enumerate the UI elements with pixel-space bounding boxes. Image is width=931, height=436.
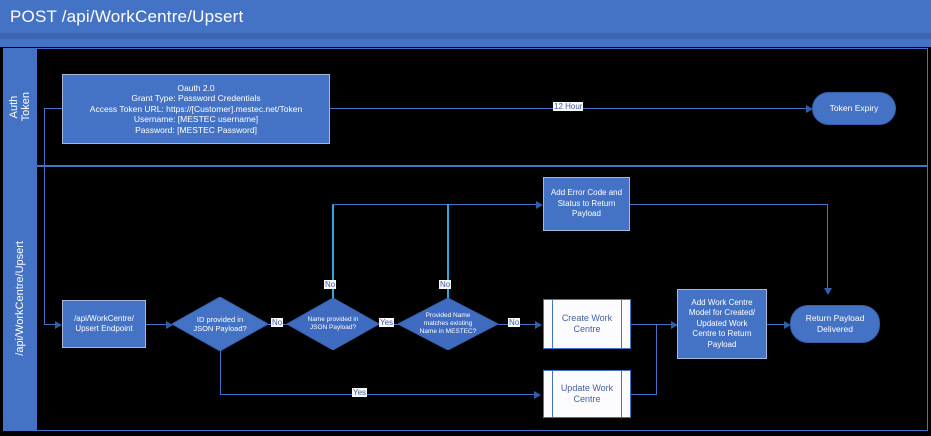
update-right-bar	[621, 371, 622, 417]
edge-label-match-yes: No	[508, 318, 521, 327]
node-oauth-config-label: Oauth 2.0 Grant Type: Password Credentia…	[89, 82, 303, 135]
decision-id-provided-shape	[172, 297, 268, 351]
node-token-expiry[interactable]: Token Expiry	[812, 92, 896, 125]
edge-d-id-yes-h	[220, 394, 538, 395]
create-left-bar	[552, 300, 553, 348]
edge-auth-to-api-h1	[44, 108, 62, 109]
edge-label-name-yes: Yes	[379, 318, 395, 327]
edge-label-name-no: No	[324, 280, 337, 289]
node-decision-name-matches[interactable]: Provided Name matches existing Name in M…	[398, 298, 498, 350]
edge-d-match-to-create-arrow	[535, 321, 542, 329]
decision-name-provided-shape	[287, 298, 379, 350]
edge-update-out-h	[631, 394, 657, 395]
edge-oauth-to-expiry-arrow	[806, 105, 813, 113]
edge-error-out-arrow	[824, 288, 832, 295]
edge-d-name-no-h	[332, 204, 540, 205]
node-decision-id-provided-label: ID provided in JSON Payload?	[193, 315, 247, 333]
edge-d-name-no-v	[332, 204, 334, 298]
node-add-work-centre-model-label: Add Work Centre Model for Created/ Updat…	[688, 297, 756, 349]
edge-d-id-yes-arrow	[534, 391, 541, 399]
edge-d-match-no-v	[447, 204, 449, 298]
header-underbar	[0, 39, 931, 47]
node-upsert-endpoint[interactable]: /api/WorkCentre/ Upsert Endpoint	[62, 300, 146, 348]
update-left-bar	[552, 371, 553, 417]
edge-error-out-v	[827, 204, 828, 290]
node-update-work-centre[interactable]: Update Work Centre	[543, 370, 631, 418]
node-create-work-centre[interactable]: Create Work Centre	[543, 299, 631, 349]
decision-name-matches-shape	[398, 298, 498, 350]
node-decision-name-provided[interactable]: Name provided in JSON Payload?	[287, 298, 379, 350]
edge-error-out-h	[630, 204, 828, 205]
create-right-bar	[621, 300, 622, 348]
node-create-work-centre-label: Create Work Centre	[561, 312, 613, 335]
edge-label-id-no: No	[271, 318, 284, 327]
edge-addmodel-to-delivered	[767, 324, 789, 325]
node-add-error-code[interactable]: Add Error Code and Status to Return Payl…	[543, 177, 630, 231]
node-decision-name-matches-label: Provided Name matches existing Name in M…	[419, 312, 477, 335]
node-add-error-code-label: Add Error Code and Status to Return Payl…	[550, 188, 623, 219]
edge-d-id-yes-v	[220, 351, 221, 394]
node-oauth-config[interactable]: Oauth 2.0 Grant Type: Password Credentia…	[62, 74, 330, 144]
lane-label-auth-token: Auth Token	[3, 48, 37, 166]
node-add-work-centre-model[interactable]: Add Work Centre Model for Created/ Updat…	[677, 289, 767, 359]
node-update-work-centre-label: Update Work Centre	[560, 382, 614, 405]
lane-label-auth-token-text: Auth Token	[8, 92, 32, 122]
lane-label-api: /api/WorkCentre/Upsert	[3, 166, 37, 431]
edge-auth-to-api-arrow	[55, 321, 62, 329]
edge-auth-to-api-v	[44, 108, 45, 324]
edge-label-match-no: No	[439, 280, 452, 289]
lane-label-api-text: /api/WorkCentre/Upsert	[14, 241, 26, 356]
page-title: POST /api/WorkCentre/Upsert	[0, 0, 931, 33]
header-divider	[0, 33, 931, 39]
edge-auth-to-api-h2	[44, 324, 58, 325]
edge-create-to-addmodel-arrow	[671, 321, 678, 329]
node-return-payload-delivered-label: Return Payload Delivered	[805, 313, 865, 334]
edge-update-out-v	[656, 324, 657, 394]
edge-label-id-yes: Yes	[352, 388, 368, 397]
node-token-expiry-label: Token Expiry	[829, 103, 879, 113]
edge-label-12-hour: 12 Hour	[553, 102, 584, 111]
node-decision-name-provided-label: Name provided in JSON Payload?	[307, 316, 359, 331]
node-upsert-endpoint-label: /api/WorkCentre/ Upsert Endpoint	[74, 313, 134, 334]
edge-d-name-no-arrow	[536, 201, 543, 209]
edge-d-name-yes	[379, 324, 413, 325]
edge-addmodel-to-delivered-arrow	[784, 321, 791, 329]
edge-endpoint-to-d-id	[146, 324, 168, 325]
edge-endpoint-to-d-id-arrow	[166, 321, 173, 329]
node-decision-id-provided[interactable]: ID provided in JSON Payload?	[172, 297, 268, 351]
edge-create-to-addmodel	[631, 324, 677, 325]
node-return-payload-delivered[interactable]: Return Payload Delivered	[790, 305, 880, 343]
